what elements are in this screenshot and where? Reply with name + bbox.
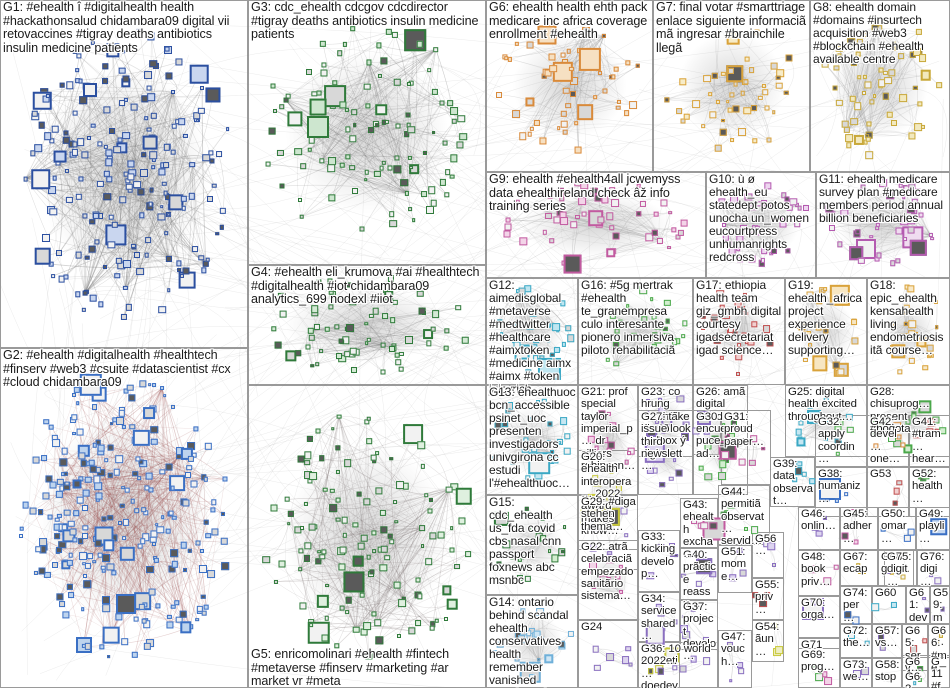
group-panel-g32[interactable] xyxy=(815,415,867,467)
group-panel-g55[interactable] xyxy=(752,578,784,620)
group-panel-g27[interactable] xyxy=(638,410,693,495)
group-panel-g66[interactable] xyxy=(928,624,950,658)
group-panel-g14[interactable] xyxy=(486,595,578,688)
group-panel-g16[interactable] xyxy=(578,278,693,385)
group-panel-g7[interactable] xyxy=(653,0,810,172)
group-panel-g58[interactable] xyxy=(872,658,902,688)
group-panel-g48[interactable] xyxy=(798,550,840,596)
group-panel-g22[interactable] xyxy=(578,540,638,620)
group-panel-g62[interactable] xyxy=(902,670,928,688)
group-panel-g45[interactable] xyxy=(840,507,878,550)
group-panel-g18[interactable] xyxy=(867,278,950,385)
group-panel-g59[interactable] xyxy=(930,586,950,624)
group-panel-g42[interactable] xyxy=(867,415,909,467)
group-panel-g73[interactable] xyxy=(840,658,872,688)
group-panel-g1[interactable] xyxy=(0,0,248,348)
group-panel-g60[interactable] xyxy=(872,586,906,624)
group-panel-g61[interactable] xyxy=(906,586,930,624)
group-panel-g43[interactable] xyxy=(680,498,718,548)
group-panel-g41[interactable] xyxy=(909,415,950,467)
group-panel-g5[interactable] xyxy=(248,385,486,688)
group-panel-g31[interactable] xyxy=(721,410,771,485)
group-panel-g8[interactable] xyxy=(810,0,950,172)
group-panel-g34[interactable] xyxy=(638,592,680,642)
group-panel-g30[interactable] xyxy=(693,410,721,455)
group-panel-g50[interactable] xyxy=(878,507,916,550)
group-panel-g4[interactable] xyxy=(248,265,486,385)
group-panel-g11[interactable] xyxy=(816,172,950,278)
group-panel-g12[interactable] xyxy=(486,278,578,385)
group-panel-g36[interactable] xyxy=(638,642,718,688)
group-panel-g2[interactable] xyxy=(0,348,248,688)
group-panel-g13[interactable] xyxy=(486,385,578,495)
group-panel-g51[interactable] xyxy=(718,545,752,593)
group-panel-g46[interactable] xyxy=(798,507,840,550)
group-panel-g3[interactable] xyxy=(248,0,486,265)
group-panel-g9[interactable] xyxy=(486,172,706,278)
group-panel-g49[interactable] xyxy=(916,507,950,550)
group-panel-g56[interactable] xyxy=(752,532,784,578)
group-panel-g72[interactable] xyxy=(840,624,872,658)
group-panel-g15[interactable] xyxy=(486,495,578,595)
group-panel-g63[interactable] xyxy=(928,655,950,688)
group-panel-g19[interactable] xyxy=(785,278,867,385)
group-panel-g70[interactable] xyxy=(798,596,840,638)
group-panel-g57[interactable] xyxy=(872,624,902,658)
group-panel-g54[interactable] xyxy=(752,620,784,662)
group-panel-g40[interactable] xyxy=(680,548,718,600)
group-panel-g17[interactable] xyxy=(693,278,785,385)
group-panel-g76[interactable] xyxy=(917,550,950,586)
group-panel-g75[interactable] xyxy=(884,550,917,586)
group-panel-g10[interactable] xyxy=(706,172,816,278)
group-panel-g33[interactable] xyxy=(638,530,680,592)
group-panel-g65[interactable] xyxy=(902,624,928,658)
group-panel-g47[interactable] xyxy=(718,630,752,688)
group-panel-g69[interactable] xyxy=(798,648,840,688)
group-panel-g6[interactable] xyxy=(486,0,653,172)
group-panel-g24[interactable] xyxy=(578,620,638,688)
group-panel-g67[interactable] xyxy=(840,550,878,586)
group-panel-g74[interactable] xyxy=(840,586,872,624)
group-panel-g39[interactable] xyxy=(770,457,815,507)
